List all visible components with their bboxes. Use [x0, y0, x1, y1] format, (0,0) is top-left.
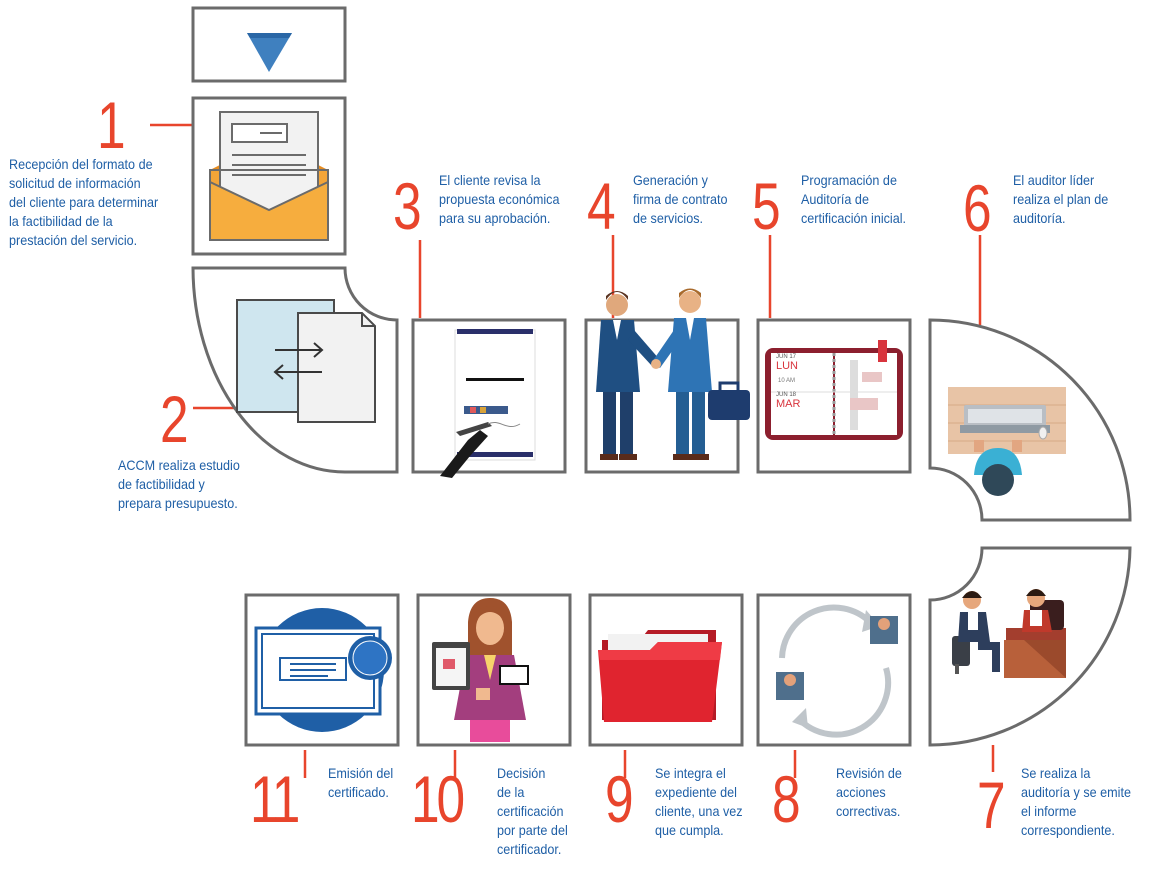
folder-icon	[598, 630, 722, 722]
step-6-number: 6	[963, 171, 992, 245]
auditor-laptop-icon	[948, 387, 1066, 496]
calendar-date-2: JUN 18	[776, 392, 797, 398]
meeting-icon	[952, 589, 1066, 678]
connector-lines	[150, 123, 995, 778]
calendar-time: 10 AM	[778, 378, 796, 384]
certificate-icon	[254, 608, 392, 732]
document-exchange-icon	[236, 299, 376, 423]
contract-signing-icon	[440, 329, 536, 478]
step-2-number: 2	[160, 382, 189, 456]
review-cycle-icon	[776, 604, 898, 738]
down-arrow-icon	[247, 33, 292, 72]
calendar-weekday-1: LUN	[776, 360, 799, 372]
step-3-number: 3	[393, 169, 422, 243]
envelope-icon	[209, 111, 329, 241]
step-4-number: 4	[587, 169, 616, 243]
step-5-number: 5	[752, 169, 781, 243]
step-10-number: 10	[411, 762, 465, 836]
step-8-number: 8	[772, 762, 801, 836]
calendar-weekday-2: MAR	[776, 398, 801, 410]
step-9-number: 9	[605, 762, 634, 836]
step-11-number: 11	[250, 762, 300, 836]
handshake-icon	[596, 288, 750, 460]
calendar-icon	[765, 340, 903, 440]
step-1-number: 1	[97, 88, 126, 162]
calendar-text: JUN 17 LUN 10 AM JUN 18 MAR	[776, 354, 836, 410]
calendar-date-1: JUN 17	[776, 354, 797, 360]
decision-woman-icon	[432, 598, 529, 742]
step-7-number: 7	[977, 768, 1006, 842]
